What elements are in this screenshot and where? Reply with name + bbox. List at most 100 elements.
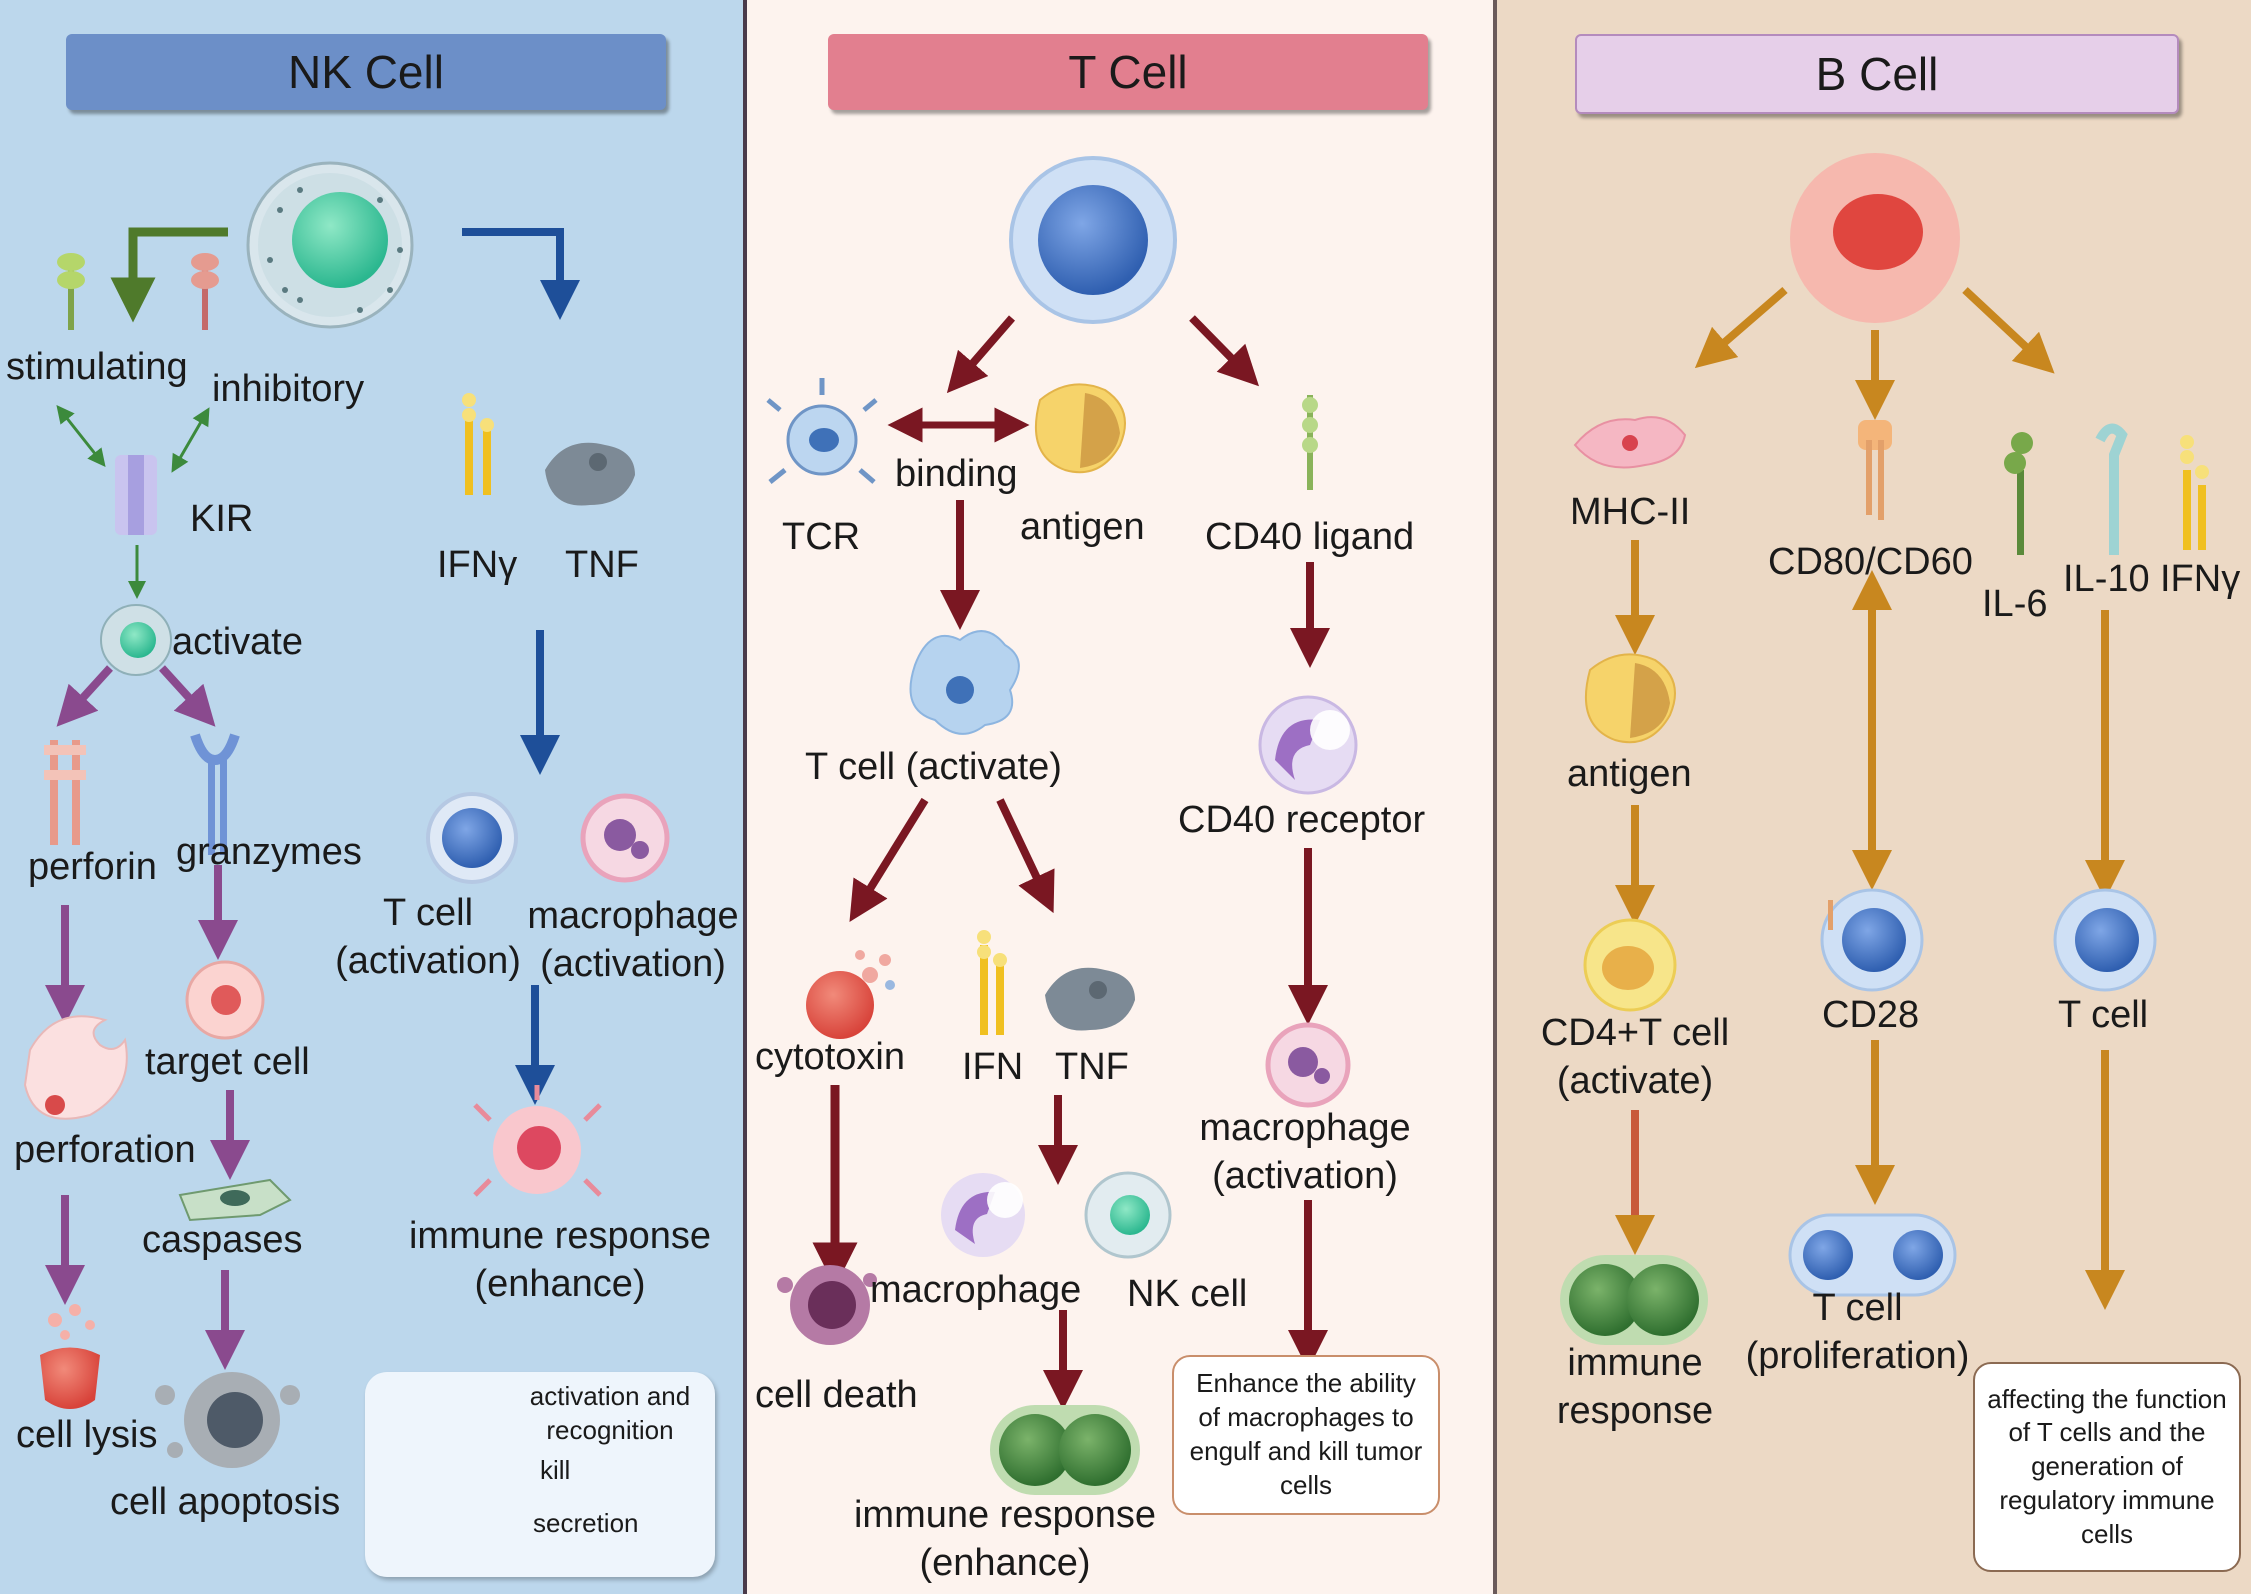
b-ifng-icon: [2180, 435, 2209, 550]
stimulating-receptor-icon: [57, 253, 85, 330]
t-arrow-right-mid: [996, 798, 1055, 914]
b-panel-title: B Cell: [1575, 34, 2179, 114]
t-immune-response-icon: [990, 1405, 1140, 1495]
b-note-box: affecting the function of T cells and th…: [1973, 1362, 2241, 1572]
b-t-cell-icon: [2053, 888, 2157, 992]
label-cd40-receptor: CD40 receptor: [1178, 799, 1426, 841]
label-cytotoxin: cytotoxin: [755, 1036, 905, 1078]
legend-label-kill: kill: [540, 1455, 571, 1485]
t-macrophage-icon: [941, 1173, 1025, 1257]
label-t-immune-response: immune response (enhance): [853, 1494, 1157, 1584]
stimulating-kir-double-arrow: [56, 404, 106, 468]
t-cell-proliferation-icon: [1788, 1213, 1957, 1297]
label-cell-apoptosis: cell apoptosis: [110, 1481, 341, 1523]
cd40-receptor-icon: [1258, 695, 1358, 795]
t-ifn-icon: [977, 930, 1007, 1035]
nk-macrophage-icon: [580, 793, 670, 883]
label-stimulating: stimulating: [6, 346, 188, 388]
nk-arrow-secretion-top: [462, 228, 580, 320]
label-t-ifn: IFN: [962, 1046, 1024, 1088]
label-nk-tnf: TNF: [565, 544, 639, 586]
cell-death-icon: [777, 1265, 877, 1345]
t-antigen-icon: [1034, 383, 1126, 474]
activated-nk-icon: [100, 604, 172, 676]
t-arrow-left-top: [946, 315, 1016, 394]
t-macrophage-activation-icon: [1265, 1022, 1351, 1108]
nk-ifng-icon: [462, 393, 494, 495]
cd28-cell-icon: [1820, 888, 1924, 992]
t-tnf-icon: [1045, 967, 1135, 1031]
nk-kill-arrow-right: [159, 665, 216, 727]
label-t-macrophage: macrophage: [870, 1269, 1082, 1311]
label-nk-ifng: IFNγ: [437, 544, 518, 586]
t-panel-title: T Cell: [828, 34, 1428, 110]
label-cd80: CD80/CD60: [1768, 541, 1973, 583]
label-perforin: perforin: [28, 846, 157, 888]
label-cell-death: cell death: [755, 1374, 918, 1416]
nk-tnf-icon: [545, 442, 635, 506]
t-arrow-left-mid: [849, 797, 929, 923]
label-target-cell: target cell: [145, 1041, 310, 1083]
label-cd40-ligand: CD40 ligand: [1205, 516, 1415, 558]
granzymes-icon: [190, 733, 240, 855]
label-t-tnf: TNF: [1055, 1046, 1129, 1088]
label-t-cell-activate: T cell (activate): [805, 746, 1062, 788]
label-activate: activate: [172, 621, 303, 663]
cytotoxin-icon: [806, 950, 895, 1039]
label-kir: KIR: [190, 498, 254, 540]
t-arrow-right-top: [1189, 315, 1260, 387]
t-nk-cell-icon: [1084, 1171, 1172, 1259]
label-cell-lysis: cell lysis: [16, 1414, 158, 1456]
label-inhibitory: inhibitory: [212, 368, 365, 410]
kir-receptor-icon: [115, 455, 157, 535]
label-t-cell-proliferation: T cell (proliferation): [1745, 1287, 1970, 1377]
label-binding: binding: [895, 453, 1018, 495]
nk-panel-title: NK Cell: [66, 34, 666, 110]
label-cd4t: CD4+T cell (activate): [1540, 1012, 1730, 1102]
label-il10: IL-10: [2063, 558, 2150, 600]
b-arrow-left-top: [1694, 286, 1788, 369]
label-perforation: perforation: [14, 1129, 196, 1171]
cd80-icon: [1858, 420, 1892, 520]
cell-apoptosis-icon: [155, 1372, 300, 1468]
legend-label-activation: activation and recognition: [529, 1381, 691, 1445]
nk-arrow-stimulating: [110, 227, 228, 323]
t-cell-activated-icon: [909, 630, 1020, 735]
caspases-icon: [178, 1178, 292, 1222]
nk-kill-arrow-left: [56, 665, 113, 727]
label-granzymes: granzymes: [176, 831, 362, 873]
label-tcr: TCR: [782, 516, 861, 558]
label-b-immune-response: immune response: [1556, 1342, 1714, 1432]
b-antigen-icon: [1584, 653, 1676, 744]
b-arrow-right-top: [1962, 287, 2055, 374]
inhibitory-kir-double-arrow: [171, 407, 210, 473]
inhibitory-receptor-icon: [191, 253, 219, 330]
mhc2-icon: [1573, 416, 1687, 469]
label-cd28: CD28: [1822, 994, 1920, 1036]
label-mhc2: MHC-II: [1570, 491, 1691, 533]
t-cell-main-icon: [1009, 156, 1177, 324]
label-t-macrophage-activation: macrophage (activation): [1199, 1107, 1411, 1197]
label-t-nk-cell: NK cell: [1127, 1273, 1248, 1315]
nk-cell-icon: [246, 161, 414, 329]
nk-immune-response-icon: [473, 1085, 602, 1197]
label-caspases: caspases: [142, 1219, 303, 1261]
b-immune-response-icon: [1560, 1255, 1708, 1345]
label-il6: IL-6: [1982, 583, 2048, 625]
label-t-antigen: antigen: [1020, 506, 1145, 548]
b-cell-main-icon: [1790, 153, 1960, 323]
label-nk-immune-response: immune response (enhance): [408, 1215, 712, 1305]
cell-lysis-icon: [40, 1304, 100, 1409]
target-cell-icon: [185, 960, 265, 1040]
legend-box: activation and recognition kill secretio…: [365, 1372, 715, 1577]
nk-t-cell-icon: [426, 792, 518, 884]
il6-icon: [2004, 432, 2033, 555]
label-b-antigen: antigen: [1567, 753, 1692, 795]
label-nk-macrophage-activation: macrophage (activation): [527, 895, 739, 985]
cd4t-cell-icon: [1583, 918, 1677, 1012]
legend-label-secretion: secretion: [533, 1508, 639, 1538]
perforin-icon: [44, 740, 86, 845]
label-b-t-cell: T cell: [2058, 994, 2149, 1036]
